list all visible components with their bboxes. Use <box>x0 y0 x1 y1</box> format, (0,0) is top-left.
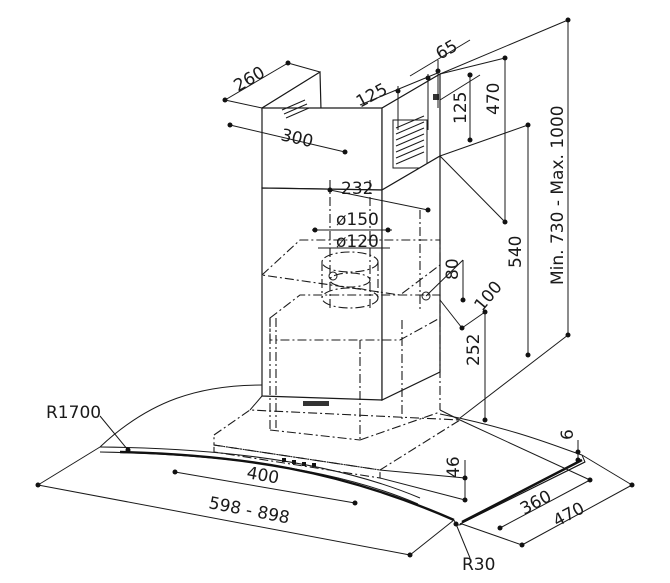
curved-glass-panel <box>99 384 586 526</box>
label-curve-radius: R1700 <box>46 403 101 423</box>
brand-logo <box>303 401 329 406</box>
dimension-lines <box>35 17 635 559</box>
label-total-height: Min. 730 - Max. 1000 <box>548 105 568 285</box>
bracket-mark <box>433 94 439 100</box>
label-corner-radius: R30 <box>462 555 495 575</box>
label-outlet-offset: 80 <box>443 258 463 280</box>
lower-chimney-right <box>381 154 441 401</box>
screw-hole-right <box>421 291 431 301</box>
label-outlet-diameter-small: ø120 <box>336 232 379 252</box>
label-lower-height: 540 <box>506 236 526 268</box>
label-motor-offset: 100 <box>471 277 507 315</box>
label-motor-height: 252 <box>464 334 484 366</box>
vent-grille-left <box>281 99 310 119</box>
vent-grille-right <box>392 115 428 169</box>
control-panel <box>282 458 316 467</box>
label-outlet-center: 232 <box>341 179 373 199</box>
label-outlet-diameter-large: ø150 <box>336 210 379 230</box>
label-bracket-height: 125 <box>451 92 471 124</box>
upper-chimney <box>261 70 441 192</box>
upper-chimney-front <box>261 107 383 191</box>
label-overall-width: 598 - 898 <box>207 493 291 528</box>
label-glass-depth-outer: 470 <box>550 499 588 532</box>
label-glass-thickness: 6 <box>558 429 578 440</box>
lower-chimney <box>261 154 441 401</box>
air-outlet-collar <box>321 180 431 310</box>
screw-hole-left <box>328 271 338 281</box>
hidden-motor-box <box>260 239 441 441</box>
label-upper-height: 470 <box>484 83 504 115</box>
label-chimney-depth: 260 <box>231 63 269 97</box>
label-control-height: 46 <box>444 456 464 478</box>
